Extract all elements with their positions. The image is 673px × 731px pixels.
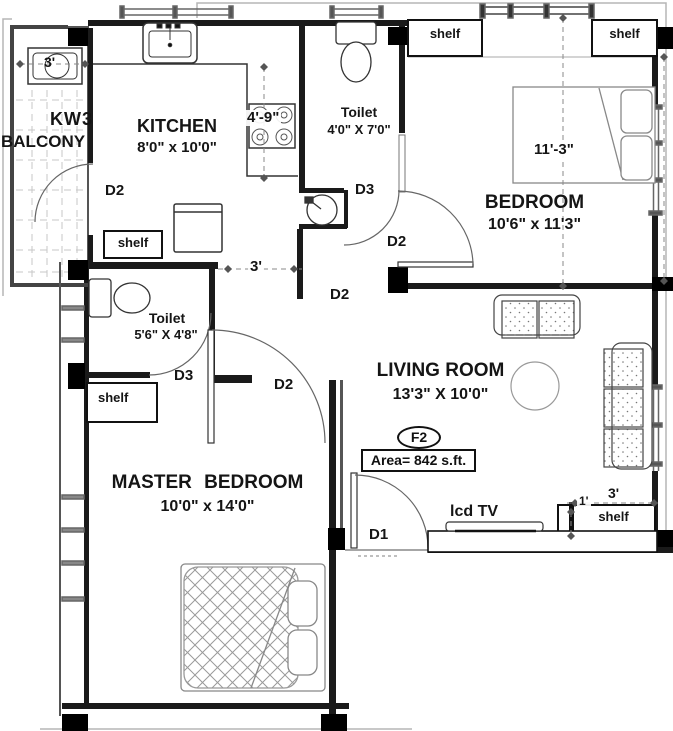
sofa-cushion [603,388,644,428]
wc-top-tank [335,21,377,45]
toilet-top-door-arc [343,189,400,246]
kitchen-shelf-label: shelf [117,235,149,250]
bed-dim: 11'-3" [532,141,576,158]
kitchen-name: KITCHEN [137,116,217,136]
toilet-left-door-label: D3 [174,367,194,384]
balcony-door-arc [34,163,94,223]
doors [34,163,474,557]
entry-door-label: D1 [369,526,389,543]
corridor-door-label: D2 [330,286,350,303]
lcd-tv-label: lcd TV [450,503,499,520]
kitchen-size: 8'0" x 10'0" [137,139,217,156]
master-door-label: D2 [274,376,294,393]
bedroom-furniture [512,86,656,184]
master-door-arc [211,329,326,444]
lcd-tv-unit [445,521,544,532]
dimension-markers [16,14,668,540]
area-box: Area= 842 s.ft. [361,449,476,472]
sofa-cushion [603,348,644,388]
washbasin [306,194,338,226]
master-name: MASTER BEDROOM [111,472,304,493]
passage-dim: 3' [248,258,264,275]
sofa-cushion [538,300,575,339]
balcony-area [11,26,89,285]
living-furniture [427,294,658,553]
toilet-fixtures [88,21,377,318]
balcony-code-label: KW3 [50,109,93,129]
pillow [620,89,653,134]
refrigerator [173,203,223,253]
pillow [287,580,318,627]
balcony-sink-dim: 3' [44,54,56,70]
living-size: 13'3" X 10'0" [392,386,489,403]
pillow [287,629,318,676]
toilet-top-name: Toilet [340,104,378,120]
shelf-step-wall [569,502,574,535]
kitchen-fixtures [93,22,298,253]
round-table [510,361,560,411]
shelf-boxes [86,19,658,536]
kitchen-counter-dim: 4'-9" [245,109,282,126]
toilet-left-name: Toilet [148,310,186,326]
toilet-top-door-label: D3 [355,181,375,198]
living-name: LIVING ROOM [376,360,505,381]
entry-door-arc [354,474,429,549]
toilet-left-door-arc [148,312,212,376]
bedroom-shelf-right-label: shelf [609,26,640,41]
balcony-door-label: D2 [105,182,125,199]
living-step-dim: 1' [577,494,591,508]
columns [62,27,673,731]
living-shelf-label: shelf [598,509,629,524]
balcony-label: BALCONY [1,132,86,151]
master-furniture [180,563,326,692]
balcony-sink [27,47,83,85]
bedroom-door-arc [397,190,474,265]
bedroom-door-label: D2 [387,233,407,250]
pillow [620,135,653,181]
wc-left-tank [88,278,112,318]
bedroom-name: BEDROOM [484,192,585,213]
toilet-top-size: 4'0" X 7'0" [327,122,391,137]
wc-left-bowl [113,282,151,314]
toilet-left-shelf-label: shelf [98,390,129,405]
toilet-left-size: 5'6" X 4'8" [134,327,198,342]
bedroom-size: 10'6" x 11'3" [487,216,582,233]
tv-cabinet [427,530,658,553]
sofa-cushion [603,428,644,468]
bedroom-shelf-left-label: shelf [429,26,461,41]
master-size: 10'0" x 14'0" [160,498,255,515]
master-mattress [183,566,299,689]
wc-top-bowl [340,41,372,83]
sofa-cushion [501,300,538,339]
living-shelf-dim: 3' [606,485,622,501]
unit-badge: F2 [397,426,441,449]
